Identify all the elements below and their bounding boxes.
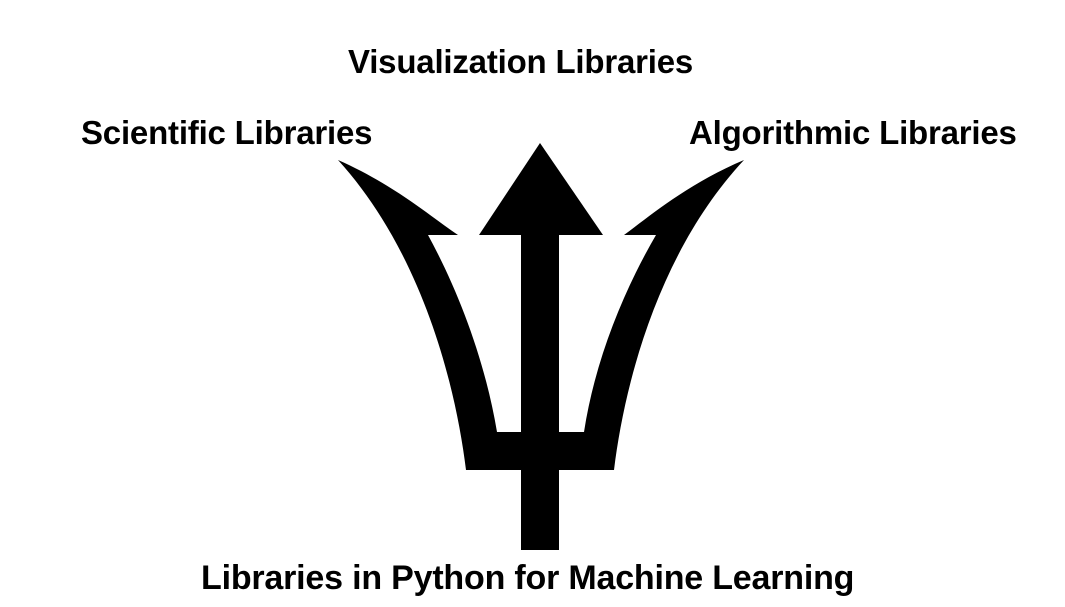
trident-center-prong <box>479 143 603 235</box>
scientific-libraries-label: Scientific Libraries <box>81 114 373 151</box>
trident-shaft <box>521 232 559 550</box>
trident-left-prong <box>338 160 521 470</box>
trident-right-prong <box>559 160 744 470</box>
algorithmic-libraries-label: Algorithmic Libraries <box>689 114 1017 151</box>
visualization-libraries-label: Visualization Libraries <box>348 43 694 80</box>
libraries-in-python-label: Libraries in Python for Machine Learning <box>201 559 855 597</box>
